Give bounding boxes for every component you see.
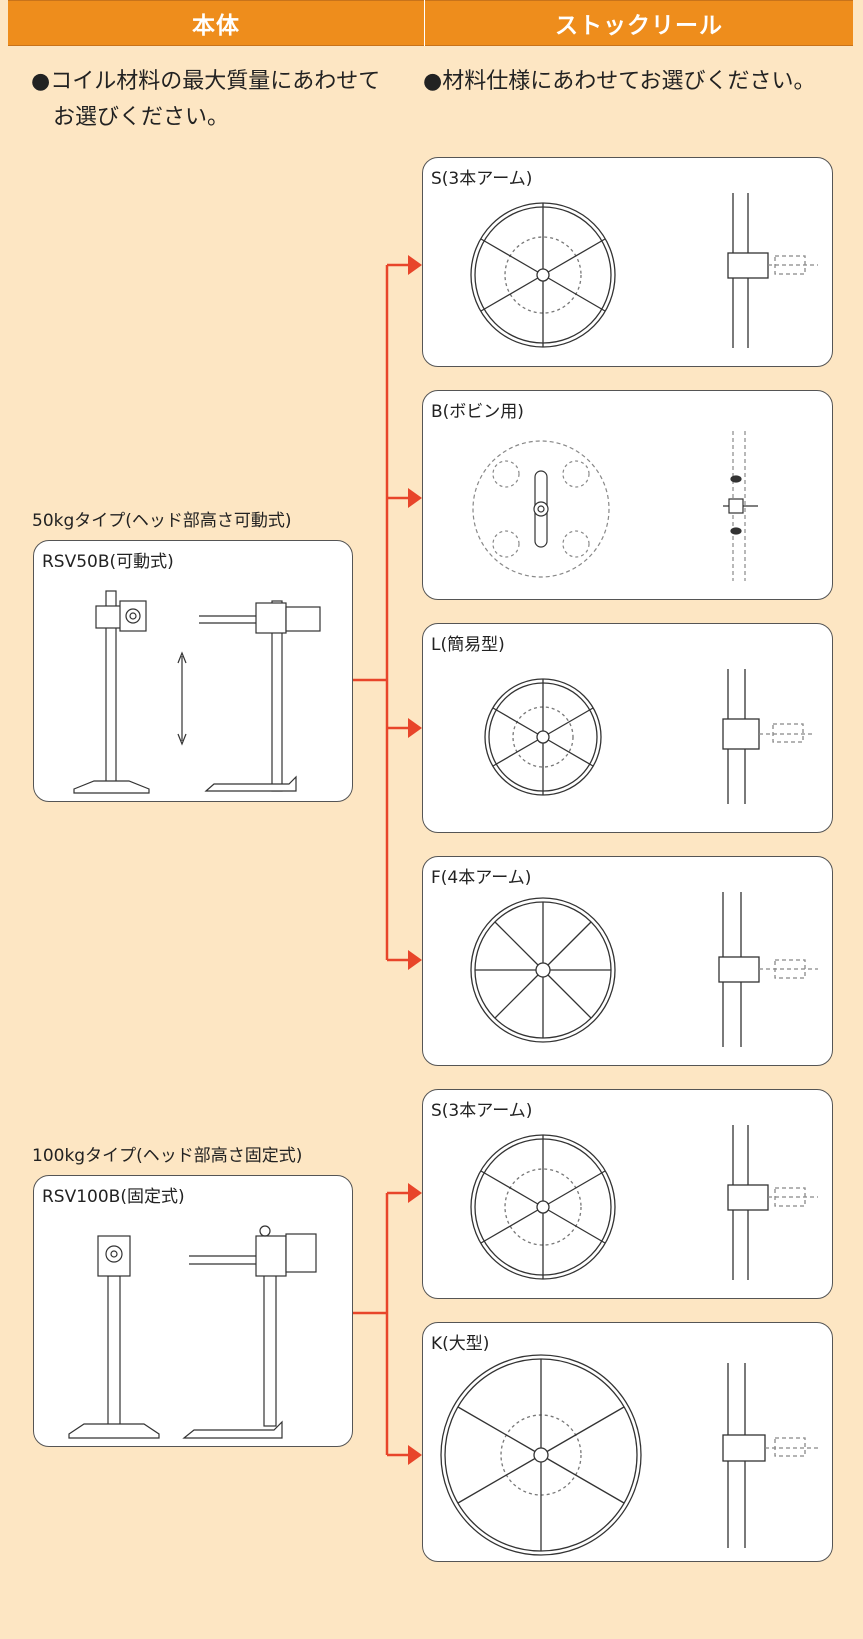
reel-card-f-4arm[interactable]: F(4本アーム) <box>422 856 833 1066</box>
reel-card-title: S(3本アーム) <box>431 169 533 189</box>
stand-drawing-icon <box>68 1225 317 1439</box>
simple-reel-drawing-icon <box>484 669 813 804</box>
reel-card-b-bobbin[interactable]: B(ボビン用) <box>422 390 833 600</box>
three-arm-reel-drawing-icon <box>470 193 818 348</box>
reel-card-title: B(ボビン用) <box>431 402 524 422</box>
large-reel-drawing-icon <box>440 1354 818 1556</box>
body-card-title: RSV100B(固定式) <box>42 1187 185 1207</box>
body-type-label-50kg: 50kgタイプ(ヘッド部高さ可動式) <box>32 511 292 531</box>
reel-card-k-large[interactable]: K(大型) <box>422 1322 833 1562</box>
body-instruction: ●コイル材料の最大質量にあわせて お選びください。 <box>31 64 401 136</box>
body-type-label-100kg: 100kgタイプ(ヘッド部高さ固定式) <box>32 1146 303 1166</box>
three-arm-reel-drawing-icon <box>470 1125 818 1280</box>
stand-drawing-icon <box>73 590 321 794</box>
reel-instruction-text: ●材料仕様にあわせてお選びください。 <box>423 69 816 94</box>
reel-card-title: L(簡易型) <box>431 635 505 655</box>
header-body: 本体 <box>8 0 424 46</box>
reel-card-s-3arm[interactable]: S(3本アーム) <box>422 157 833 367</box>
reel-card-title: K(大型) <box>431 1334 490 1354</box>
body-instruction-line1: ●コイル材料の最大質量にあわせて <box>31 69 381 94</box>
reel-card-title: F(4本アーム) <box>431 868 532 888</box>
body-card-title: RSV50B(可動式) <box>42 552 174 572</box>
four-arm-reel-drawing-icon <box>470 892 818 1047</box>
body-instruction-line2: お選びください。 <box>53 105 230 130</box>
body-card-rsv50b[interactable]: RSV50B(可動式) <box>33 540 353 802</box>
header-divider <box>424 0 425 46</box>
reel-card-l-simple[interactable]: L(簡易型) <box>422 623 833 833</box>
reel-card-title: S(3本アーム) <box>431 1101 533 1121</box>
body-card-rsv100b[interactable]: RSV100B(固定式) <box>33 1175 353 1447</box>
header-stock-reel: ストックリール <box>425 0 853 46</box>
header-body-label: 本体 <box>192 13 240 39</box>
reel-instruction: ●材料仕様にあわせてお選びください。 <box>423 64 853 100</box>
header-stock-reel-label: ストックリール <box>555 13 723 39</box>
bobbin-reel-drawing-icon <box>472 431 758 581</box>
reel-card-s-3arm-large[interactable]: S(3本アーム) <box>422 1089 833 1299</box>
